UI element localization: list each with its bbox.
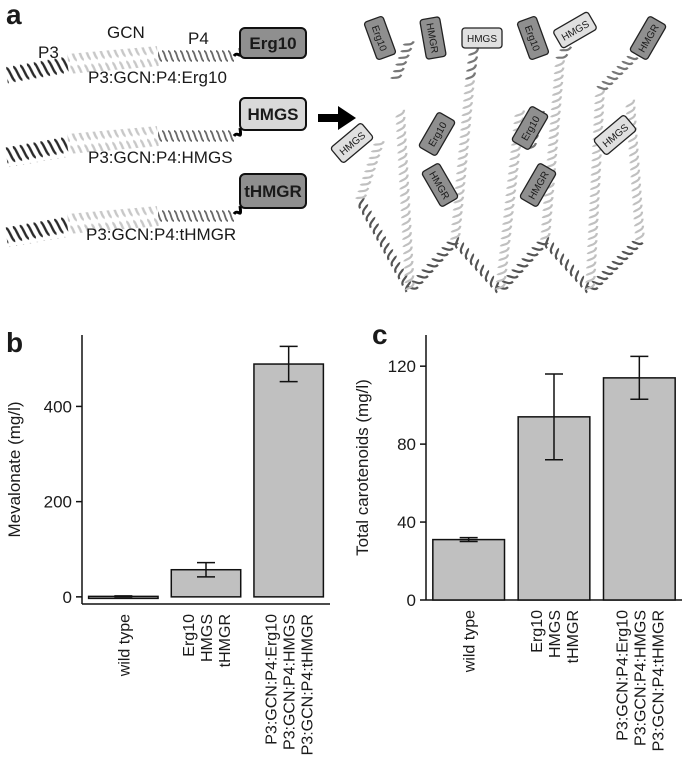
p4-helix <box>158 128 234 144</box>
bar <box>602 377 676 601</box>
y-tick-label: 0 <box>63 588 72 607</box>
hmgs-enzyme-label: HMGS <box>248 105 299 124</box>
construct-thmgr: tHMGR P3:GCN:P4:tHMGR <box>4 173 307 248</box>
y-axis-label: Total carotenoids (mg/l) <box>353 379 372 556</box>
segment-label-p4: P4 <box>188 29 209 48</box>
y-tick-label: 120 <box>388 357 416 376</box>
construct-erg10: Erg10 P3:GCN:P4:Erg10 <box>4 27 307 87</box>
y-tick-label: 200 <box>44 493 72 512</box>
construct-hmgs: HMGS P3:GCN:P4:HMGS <box>4 97 307 168</box>
x-category-label: tHMGR <box>565 610 582 663</box>
x-category-label: P3:GCN:P4:Erg10 <box>614 610 631 741</box>
scaffold-enzyme-tag: Erg10 <box>516 15 550 61</box>
segment-label-gcn: GCN <box>107 23 145 42</box>
panel-label-a: a <box>6 0 22 30</box>
scaffold-helix <box>544 236 590 294</box>
bar <box>432 538 506 601</box>
x-category-label: HMGS <box>199 614 216 662</box>
linker <box>232 205 242 216</box>
scaffold-enzyme-tag: HMGS <box>330 123 374 163</box>
x-category-label: tHMGR <box>217 614 234 667</box>
scaffold-helix <box>464 40 481 81</box>
thmgr-enzyme-label: tHMGR <box>244 182 302 201</box>
scaffold-helix <box>390 40 415 80</box>
scaffold-helix <box>596 50 644 91</box>
erg10-enzyme-box <box>239 27 307 59</box>
scaffold-enzyme-tag: HMGS <box>553 11 597 49</box>
scaffold-enzyme-tag: HMGR <box>629 16 667 60</box>
scaffold-helix <box>395 109 415 291</box>
construct-name-erg10: P3:GCN:P4:Erg10 <box>88 68 227 87</box>
p3-helix <box>4 54 70 86</box>
x-category-label: P3:GCN:P4:tHMGR <box>300 614 317 755</box>
scaffold-enzyme-tag: Erg10 <box>511 106 549 150</box>
scaffold-enzyme-label: HMGS <box>467 34 497 45</box>
right-arrow-icon <box>318 106 356 130</box>
scaffold-helix <box>539 60 566 241</box>
scaffold-helix <box>584 89 606 291</box>
x-category-label: P3:GCN:P4:HMGS <box>632 610 649 746</box>
thmgr-enzyme-box <box>239 173 307 209</box>
construct-name-hmgs: P3:GCN:P4:HMGS <box>88 148 233 167</box>
scaffold-helix <box>454 236 500 294</box>
scaffold-helix <box>358 197 412 293</box>
y-tick-label: 40 <box>397 513 416 532</box>
hmgs-enzyme-box <box>239 97 307 131</box>
scaffold-enzyme-tag: HMGS <box>461 27 503 49</box>
x-category-label: wild type <box>462 610 479 673</box>
gcn-helix <box>67 206 159 234</box>
x-category-label: wild type <box>116 614 133 677</box>
panel-label-b: b <box>6 327 23 358</box>
x-category-label: P3:GCN:P4:HMGS <box>282 614 299 750</box>
x-category-label: P3:GCN:P4:tHMGR <box>650 610 667 751</box>
x-category-label: HMGS <box>547 610 564 658</box>
scaffold-enzyme-tag: Erg10 <box>363 15 397 61</box>
scaffold-helix <box>449 80 476 241</box>
panel-label-c: c <box>372 319 388 350</box>
gcn-helix <box>67 126 159 154</box>
p4-helix <box>158 48 234 64</box>
y-tick-label: 80 <box>397 435 416 454</box>
x-category-label: Erg10 <box>181 614 198 657</box>
p3-helix <box>4 216 70 248</box>
construct-name-thmgr: P3:GCN:P4:tHMGR <box>86 225 236 244</box>
erg10-enzyme-label: Erg10 <box>249 34 296 53</box>
scaffold-helix <box>355 140 385 200</box>
x-category-label: P3:GCN:P4:Erg10 <box>264 614 281 745</box>
y-tick-label: 400 <box>44 397 72 416</box>
x-category-label: Erg10 <box>529 610 546 653</box>
p4-helix <box>158 206 234 222</box>
y-axis-label: Mevalonate (mg/l) <box>5 401 24 537</box>
y-tick-label: 0 <box>407 591 416 610</box>
scaffold-enzyme-tag: HMGR <box>421 163 459 207</box>
scaffold-enzyme-tag: Erg10 <box>418 112 456 156</box>
scaffold-helix <box>586 240 644 291</box>
linker <box>232 127 242 138</box>
scaffold-enzyme-tag: HMGR <box>419 16 447 60</box>
scaffold-enzyme-label: HMGR <box>423 22 439 54</box>
bar <box>253 363 325 598</box>
scaffold-helix <box>406 241 459 290</box>
gcn-helix <box>67 46 159 74</box>
p3-helix <box>4 136 70 168</box>
scaffold-helix <box>555 31 580 60</box>
